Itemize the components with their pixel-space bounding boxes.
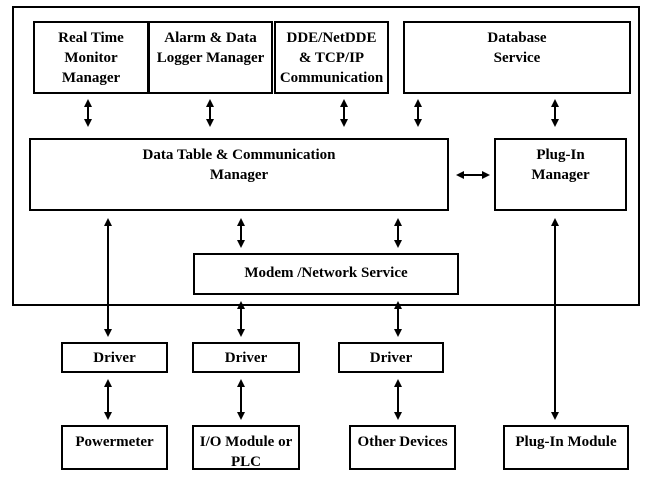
driver-box-2: Driver [192, 342, 300, 373]
database-service-line-1: Database [487, 30, 547, 46]
plugin-manager-line-2: Manager [531, 167, 590, 183]
driver-label-2: Driver [224, 350, 268, 366]
real-time-monitor-line-2: Monitor [64, 50, 118, 66]
plugin-manager-box: Plug-In Manager [494, 138, 627, 211]
powermeter-box: Powermeter [61, 425, 168, 470]
plugin-module-label: Plug-In Module [515, 434, 617, 450]
plugin-module-box: Plug-In Module [503, 425, 629, 470]
database-service-line-2: Service [493, 50, 541, 66]
database-service-box: Database Service [403, 21, 631, 94]
dde-line-2: & TCP/IP [298, 50, 365, 66]
data-table-line-2: Manager [209, 167, 269, 183]
real-time-monitor-line-3: Manager [61, 70, 121, 86]
alarm-logger-line-1: Alarm & Data [164, 30, 257, 46]
data-table-line-1: Data Table & Communication [142, 147, 336, 163]
io-module-plc-box: I/O Module or PLC [192, 425, 300, 470]
driver-label-1: Driver [93, 350, 136, 366]
dde-line-3: Communication [279, 70, 384, 86]
dde-line-1: DDE/NetDDE [286, 30, 377, 46]
powermeter-label: Powermeter [75, 434, 154, 450]
io-module-line-1: I/O Module or [199, 434, 293, 450]
io-module-line-2: PLC [231, 454, 261, 470]
driver-label-3: Driver [369, 350, 413, 366]
alarm-data-logger-manager-box: Alarm & Data Logger Manager [148, 21, 273, 94]
dde-netdde-tcpip-box: DDE/NetDDE & TCP/IP Communication [274, 21, 389, 94]
alarm-logger-line-2: Logger Manager [156, 50, 265, 66]
real-time-monitor-manager-box: Real Time Monitor Manager [33, 21, 149, 94]
other-devices-label: Other Devices [357, 434, 448, 450]
data-table-communication-manager-box: Data Table & Communication Manager [29, 138, 449, 211]
other-devices-box: Other Devices [349, 425, 456, 470]
plugin-manager-line-1: Plug-In [536, 147, 585, 163]
real-time-monitor-line-1: Real Time [58, 30, 124, 46]
driver-box-1: Driver [61, 342, 168, 373]
driver-box-3: Driver [338, 342, 444, 373]
modem-network-service-box: Modem /Network Service [193, 253, 459, 295]
modem-network-label: Modem /Network Service [244, 265, 408, 281]
